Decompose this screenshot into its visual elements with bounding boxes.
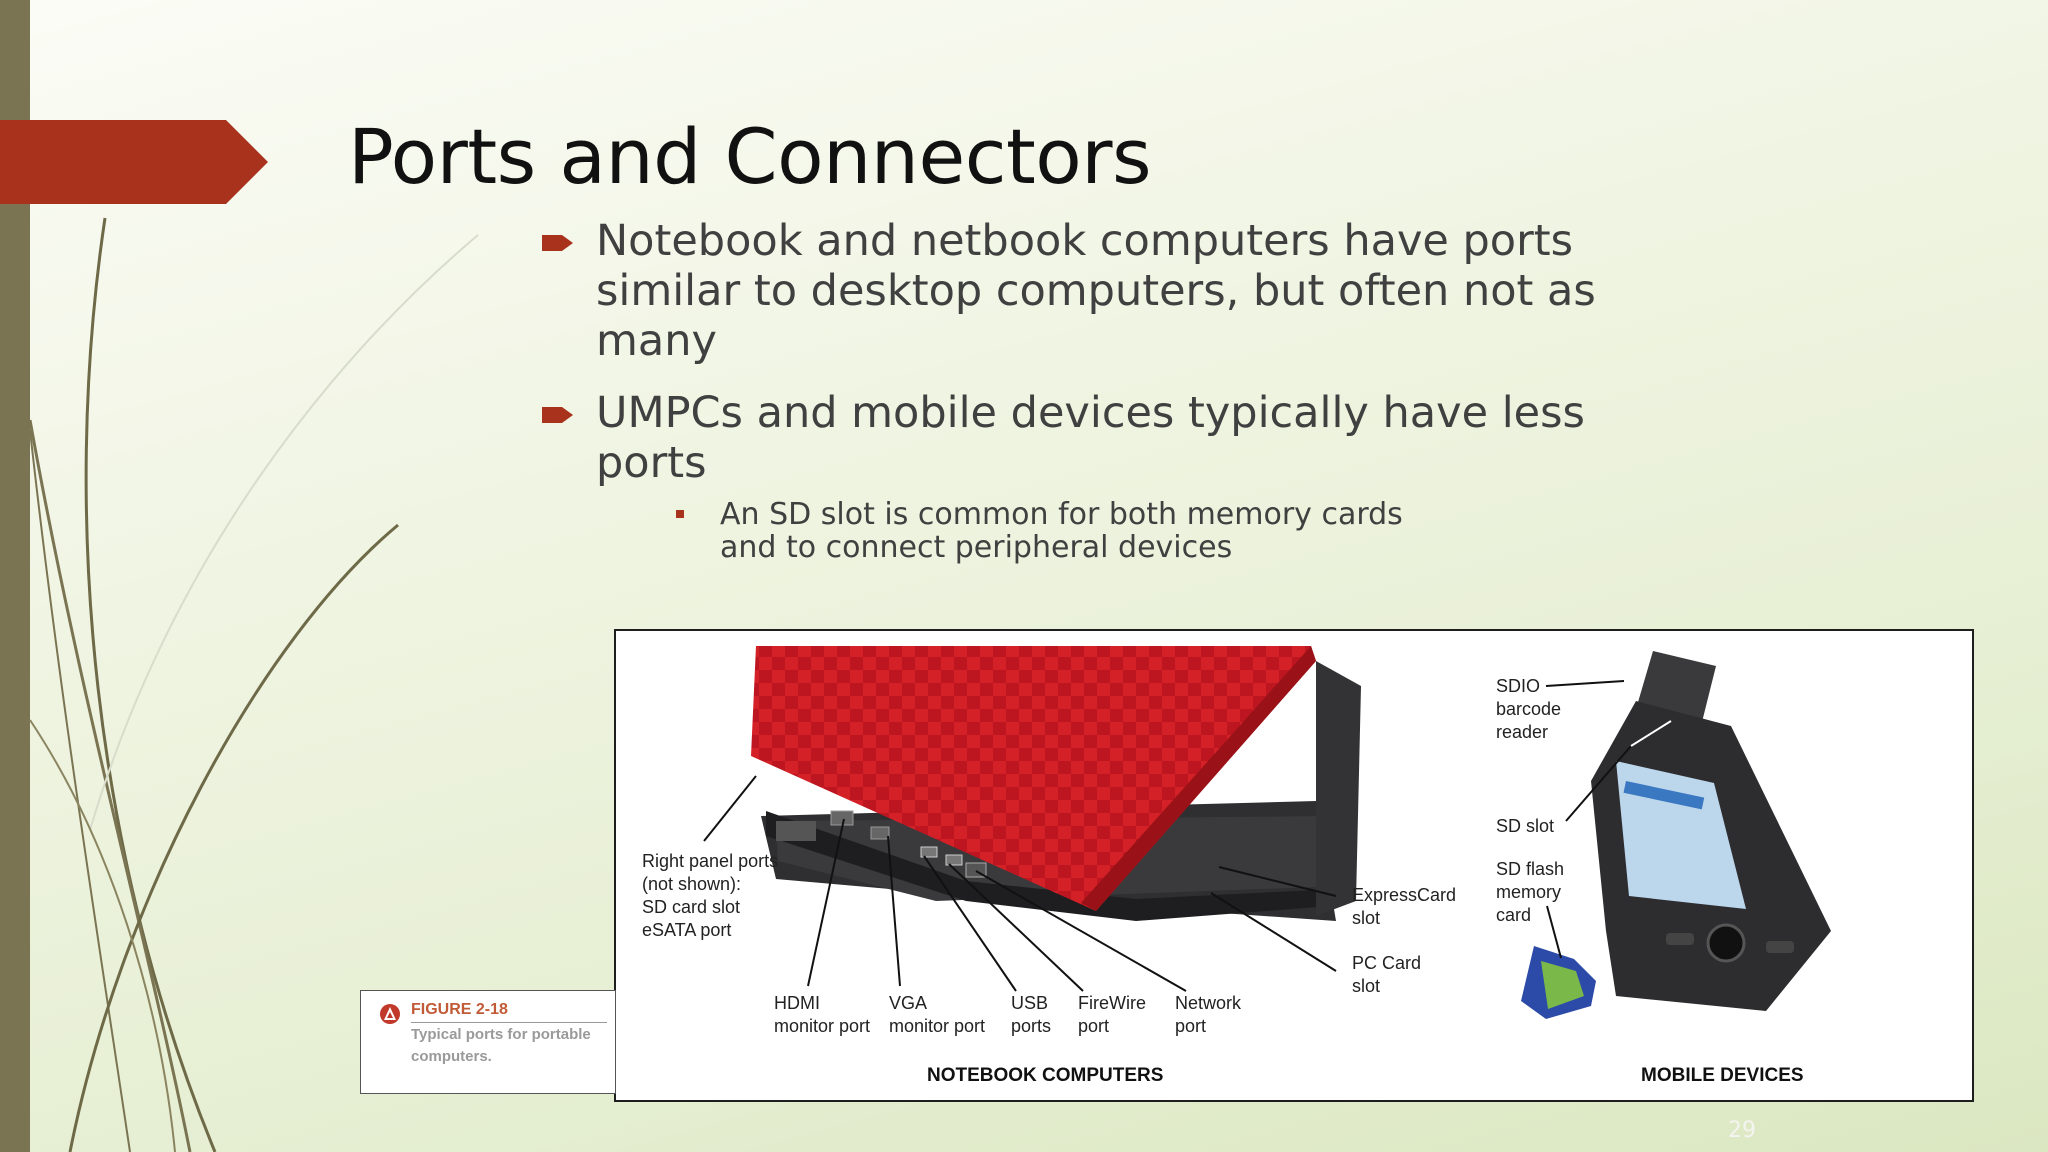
figure-logo-icon bbox=[380, 1004, 400, 1024]
bullet-text: UMPCs and mobile devices typically have … bbox=[596, 388, 1585, 488]
decorative-curves bbox=[28, 217, 479, 1152]
caption-divider bbox=[411, 1022, 607, 1023]
title-arrow-shape bbox=[0, 120, 268, 204]
slide-page-number: 29 bbox=[1728, 1118, 1756, 1143]
sub-bullet-text: An SD slot is common for both memory car… bbox=[720, 497, 1403, 565]
slide-title: Ports and Connectors bbox=[348, 112, 1152, 201]
expresscard-slot-label: ExpressCard slot bbox=[1352, 885, 1457, 928]
square-bullet-icon bbox=[676, 510, 684, 518]
vga-port-label: VGA monitor port bbox=[889, 993, 986, 1036]
right-panel-ports-label: Right panel ports (not shown): SD card s… bbox=[642, 851, 779, 940]
figure-caption-title: FIGURE 2-18 bbox=[411, 1001, 508, 1018]
figure-caption: FIGURE 2-18 Typical ports for portable c… bbox=[360, 990, 616, 1094]
bullet-list: Notebook and netbook computers have port… bbox=[540, 216, 1640, 586]
notebook-leader-lines bbox=[703, 775, 1337, 992]
sd-card-image bbox=[1521, 946, 1596, 1019]
sd-slot-label: SD slot bbox=[1496, 816, 1555, 836]
arrow-bullet-icon bbox=[542, 407, 573, 423]
arrow-bullet-icon bbox=[542, 235, 573, 251]
sdio-barcode-reader-label: SDIO barcode reader bbox=[1496, 676, 1562, 742]
mobile-section-label: MOBILE DEVICES bbox=[1641, 1065, 1804, 1086]
pc-card-slot-label: PC Card slot bbox=[1352, 953, 1422, 996]
laptop-image bbox=[751, 646, 1361, 921]
pda-image bbox=[1591, 651, 1831, 1011]
firewire-port-label: FireWire port bbox=[1078, 993, 1146, 1036]
network-port-label: Network port bbox=[1175, 993, 1242, 1036]
ports-figure: Right panel ports (not shown): SD card s… bbox=[614, 629, 1974, 1102]
bullet-item: UMPCs and mobile devices typically have … bbox=[540, 388, 1640, 564]
hdmi-port-label: HDMI monitor port bbox=[774, 993, 871, 1036]
sd-flash-card-label: SD flash memory card bbox=[1496, 859, 1565, 925]
sub-bullet-item: An SD slot is common for both memory car… bbox=[676, 498, 1420, 564]
figure-caption-text: Typical ports for portable computers. bbox=[411, 1026, 591, 1065]
ports-illustration bbox=[703, 646, 1831, 1019]
usb-ports-label: USB ports bbox=[1011, 993, 1052, 1036]
bullet-text: Notebook and netbook computers have port… bbox=[596, 216, 1596, 366]
bullet-item: Notebook and netbook computers have port… bbox=[540, 216, 1640, 366]
notebook-section-label: NOTEBOOK COMPUTERS bbox=[927, 1065, 1164, 1086]
mobile-leader-lines bbox=[1545, 680, 1672, 959]
